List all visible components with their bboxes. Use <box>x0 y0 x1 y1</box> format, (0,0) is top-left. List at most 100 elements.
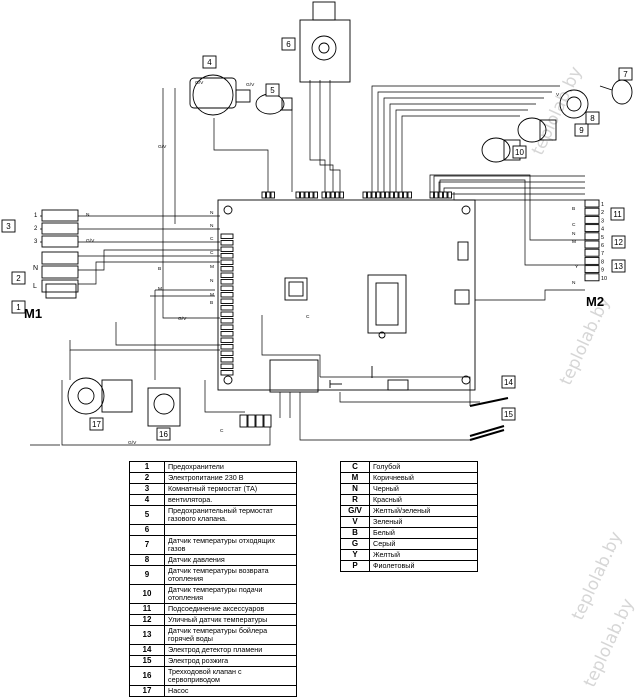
legend-num: 16 <box>129 666 165 686</box>
gas-valve-coil <box>311 35 337 61</box>
wire <box>204 380 245 413</box>
flue-gas-sensor-probe <box>599 85 613 91</box>
color-code: M <box>340 472 370 484</box>
callout-box <box>11 300 26 314</box>
control-board <box>217 199 476 391</box>
board-connector-bottom <box>387 379 409 391</box>
m1-terminal <box>41 265 79 279</box>
color-code: Y <box>340 549 370 561</box>
pressure-sensor-inner <box>566 96 582 112</box>
board-chip-inner <box>288 281 304 297</box>
legend-text: Электрод розжига <box>164 655 297 667</box>
wiring-diagram: 1234567891011121314151617M1M2123NL123456… <box>1 1 633 446</box>
callout-box <box>202 55 217 69</box>
connector-pin-left <box>220 344 234 350</box>
m2-terminal <box>584 265 600 274</box>
legend-text: Датчик температуры подачи отопления <box>164 584 297 604</box>
wire <box>453 192 585 201</box>
wire-code: G/V <box>86 238 95 244</box>
m2-terminal <box>584 232 600 241</box>
wire-code: Y <box>575 264 579 270</box>
connector-pin-left <box>220 305 234 311</box>
legend-num: 15 <box>129 655 165 667</box>
terminal-number: 5 <box>601 235 604 241</box>
ignition-electrode <box>469 429 505 441</box>
wire <box>389 103 536 192</box>
board-hole <box>223 375 233 385</box>
board-connector-right <box>454 289 470 305</box>
connector-pin-left <box>220 292 234 298</box>
terminal-number: 10 <box>601 276 607 282</box>
color-code: V <box>340 516 370 528</box>
legend-text: Предохранители <box>164 461 297 473</box>
wire <box>261 315 321 377</box>
legend-text: Уличный датчик температуры <box>164 614 297 626</box>
legend-num: 5 <box>129 505 165 525</box>
connector-pin <box>429 191 434 199</box>
safety-thermostat-terminal <box>281 97 293 111</box>
connector-pin <box>335 191 340 199</box>
terminal-label-n: N <box>33 265 38 272</box>
connector-pin <box>304 191 309 199</box>
legend-num: 17 <box>129 685 165 697</box>
m2-terminal <box>584 207 600 216</box>
m1-terminal-top <box>41 222 79 235</box>
m1-terminal-top <box>41 209 79 222</box>
pump-hub <box>77 387 95 405</box>
wire-code: C <box>306 314 310 320</box>
color-name: Красный <box>369 494 478 506</box>
m2-terminal <box>584 273 600 282</box>
callout-label: 9 <box>579 126 584 135</box>
legend-text <box>164 524 297 536</box>
wire-code: B <box>210 300 213 306</box>
callout-box <box>574 123 589 137</box>
board-transformer <box>269 359 319 393</box>
terminal-number: 3 <box>601 218 604 224</box>
connector-pin <box>376 191 381 199</box>
wire <box>438 181 585 192</box>
callout-box <box>156 427 171 441</box>
wire <box>433 175 585 192</box>
gas-valve-body <box>299 19 351 83</box>
legend-num: 8 <box>129 554 165 566</box>
wire-code: G/V <box>195 80 204 86</box>
wire-code: C <box>210 250 214 256</box>
wire-code: M <box>572 239 576 245</box>
legend-num: 2 <box>129 472 165 484</box>
legend-text: Насос <box>164 685 297 697</box>
callout-box <box>512 145 527 159</box>
terminal-number: 6 <box>601 243 604 249</box>
wire <box>280 109 293 192</box>
connector-pin <box>339 191 344 199</box>
connector-pin-left <box>220 357 234 363</box>
board-hole <box>461 205 471 215</box>
legend-num: 7 <box>129 535 165 555</box>
group-label-m1: M1 <box>24 306 42 321</box>
terminal-number: 7 <box>601 251 604 257</box>
color-code: P <box>340 560 370 572</box>
connector-pin-left <box>220 331 234 337</box>
board-chip <box>284 277 308 301</box>
connector-pin <box>371 191 376 199</box>
wire-code: B <box>572 206 575 212</box>
connector-pin <box>362 191 367 199</box>
color-code: N <box>340 483 370 495</box>
connector-pin <box>313 191 318 199</box>
wire <box>162 88 220 319</box>
callout-label: 15 <box>504 410 513 419</box>
callout-label: 2 <box>16 274 21 283</box>
fan-outlet <box>235 89 251 103</box>
callout-label: 16 <box>159 430 168 439</box>
legend-text: Датчик температуры возврата отопления <box>164 565 297 585</box>
wire <box>115 322 220 346</box>
bottom-terminal <box>247 414 256 428</box>
